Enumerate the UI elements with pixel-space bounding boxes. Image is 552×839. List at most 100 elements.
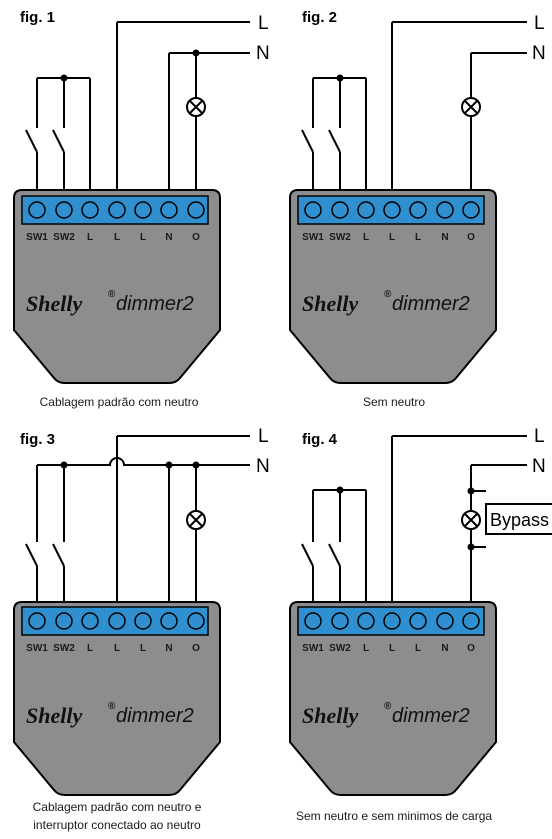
figure-4-device-logo: Shelly ® dimmer2 (302, 701, 470, 728)
brand-logo-text: Shelly (26, 703, 82, 728)
figure-1-label: fig. 1 (20, 9, 55, 26)
terminal-label: SW2 (53, 643, 75, 654)
model-name: dimmer2 (116, 293, 194, 315)
terminal-label: L (415, 643, 421, 654)
terminal-label: L (140, 232, 146, 243)
figure-3-switch-wires (25, 465, 65, 620)
figure-4-switch-wires (301, 489, 367, 620)
figure-4-live-wire (391, 435, 527, 620)
terminal-label: L (114, 232, 120, 243)
figure-3-junction (60, 461, 68, 469)
figure-4-device-body (289, 601, 497, 796)
figure-2-live-wire (391, 21, 527, 210)
figure-3-junction (192, 461, 200, 469)
figure-2-terminal-labels: SW1 SW2 L L L N O (302, 232, 475, 243)
terminal-label: O (192, 232, 200, 243)
figure-4-caption: Sem neutro e sem minimos de carga (296, 809, 492, 823)
figure-4-junction (336, 486, 344, 494)
figure-1-lamp-icon (186, 97, 206, 117)
figure-3-device-body (13, 601, 221, 796)
terminal-label: N (165, 232, 172, 243)
registered-mark: ® (108, 289, 116, 300)
terminal-label: L (415, 232, 421, 243)
terminal-label: SW1 (26, 232, 48, 243)
figure-3: fig. 3 L N SW1 SW2 L L L N (13, 426, 270, 832)
figure-3-device-logo: Shelly ® dimmer2 (26, 701, 194, 728)
figure-4-junction (467, 487, 475, 495)
terminal-label: N (165, 643, 172, 654)
terminal-label: SW1 (302, 232, 324, 243)
terminal-label: N (441, 232, 448, 243)
figure-2-neutral-wire (470, 52, 527, 210)
figure-3-lamp-icon (186, 510, 206, 530)
figure-2-terminal-holes (304, 201, 480, 219)
figure-4-neutral-label: N (532, 456, 546, 477)
figure-4-junction (467, 543, 475, 551)
brand-logo-text: Shelly (302, 703, 358, 728)
figure-4-label: fig. 4 (302, 431, 338, 448)
figure-1-terminal-holes (28, 201, 205, 219)
terminal-label: L (363, 643, 369, 654)
figure-1-device-body (13, 189, 221, 384)
model-name: dimmer2 (116, 705, 194, 727)
figure-3-terminal-holes (28, 612, 205, 630)
figure-4-lamp-icon (461, 510, 481, 530)
terminal-label: O (467, 232, 475, 243)
figure-4-neutral-wire (470, 464, 527, 620)
figure-3-neutral-wire (37, 457, 250, 620)
terminal-label: SW1 (26, 643, 48, 654)
bypass-label: Bypass (490, 510, 549, 530)
figure-1-terminal-labels: SW1 SW2 L L L N O (26, 232, 200, 243)
figure-2-neutral-label: N (532, 43, 546, 64)
figure-3-junction (165, 461, 173, 469)
figure-4-terminal-labels: SW1 SW2 L L L N O (302, 643, 475, 654)
terminal-label: L (140, 643, 146, 654)
figure-4-terminal-holes (304, 612, 480, 630)
bypass-box: Bypass (485, 503, 552, 535)
terminal-label: L (87, 643, 93, 654)
terminal-label: SW2 (329, 232, 351, 243)
figure-3-label: fig. 3 (20, 431, 55, 448)
figure-2-junction (336, 74, 344, 82)
terminal-label: SW2 (53, 232, 75, 243)
figure-2-device-logo: Shelly ® dimmer2 (302, 289, 470, 316)
figure-2-device-body (289, 189, 497, 384)
brand-logo-text: Shelly (302, 291, 358, 316)
figure-1-neutral-label: N (256, 43, 270, 64)
figure-2-live-label: L (534, 13, 545, 34)
terminal-label: SW2 (329, 643, 351, 654)
terminal-label: L (363, 232, 369, 243)
figure-1-caption: Cablagem padrão com neutro (40, 395, 199, 409)
model-name: dimmer2 (392, 293, 470, 315)
figure-2: fig. 2 L N SW1 SW2 L L L N O (289, 9, 546, 409)
figure-1-junction (60, 74, 68, 82)
figure-3-caption-line-2: interruptor conectado ao neutro (33, 818, 201, 832)
terminal-label: L (114, 643, 120, 654)
registered-mark: ® (384, 289, 392, 300)
figure-3-live-wire (116, 435, 250, 620)
brand-logo-text: Shelly (26, 291, 82, 316)
figure-1: fig. 1 L N SW1 SW2 L L L (13, 9, 270, 409)
terminal-label: L (389, 643, 395, 654)
figure-1-junction (192, 49, 200, 57)
figure-4-live-label: L (534, 426, 545, 447)
terminal-label: L (389, 232, 395, 243)
terminal-label: L (87, 232, 93, 243)
registered-mark: ® (108, 701, 116, 712)
figure-2-label: fig. 2 (302, 9, 337, 26)
figure-3-caption-line-1: Cablagem padrão com neutro e (33, 800, 202, 814)
figure-1-live-label: L (258, 13, 269, 34)
model-name: dimmer2 (392, 705, 470, 727)
figure-2-caption: Sem neutro (363, 395, 425, 409)
terminal-label: N (441, 643, 448, 654)
figure-3-live-label: L (258, 426, 269, 447)
figure-1-device-logo: Shelly ® dimmer2 (26, 289, 194, 316)
figure-3-neutral-label: N (256, 456, 270, 477)
figure-2-lamp-icon (461, 97, 481, 117)
figure-1-live-wire (116, 21, 250, 210)
figure-4: fig. 4 L N Bypass SW1 SW (289, 426, 552, 823)
registered-mark: ® (384, 701, 392, 712)
terminal-label: O (467, 643, 475, 654)
terminal-label: SW1 (302, 643, 324, 654)
